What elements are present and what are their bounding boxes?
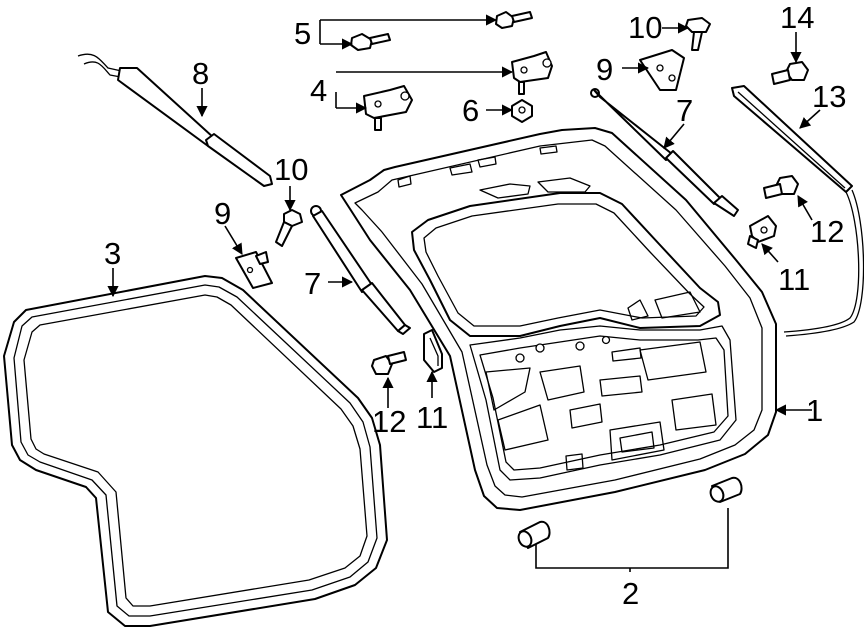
callout-5: 5 bbox=[294, 16, 311, 51]
callout-11-left: 11 bbox=[416, 400, 448, 435]
hinge-nut bbox=[511, 99, 533, 123]
callout-13: 13 bbox=[812, 79, 846, 114]
callout-10-left: 10 bbox=[274, 152, 308, 187]
bumper-left bbox=[517, 520, 551, 549]
strut-clip-left bbox=[423, 329, 443, 373]
strut-clip-right bbox=[747, 215, 777, 249]
strut-bolt-left bbox=[371, 351, 407, 375]
liftgate bbox=[340, 127, 777, 511]
callout-4: 4 bbox=[310, 73, 327, 108]
callout-9-left: 9 bbox=[214, 196, 231, 231]
hinge-bolt-upper bbox=[495, 11, 533, 29]
bracket-bolt-right bbox=[685, 17, 711, 51]
bumper-right bbox=[709, 476, 743, 503]
gas-strut-left bbox=[310, 205, 411, 335]
garnish-molding bbox=[731, 85, 864, 337]
callout-3: 3 bbox=[104, 236, 121, 271]
strut-bolt-right bbox=[763, 175, 799, 199]
callout-10-right: 10 bbox=[628, 10, 662, 45]
hinge-lower bbox=[363, 85, 413, 131]
gas-strut-upper bbox=[77, 53, 273, 187]
strut-bracket-right bbox=[639, 49, 685, 91]
callout-6: 6 bbox=[462, 93, 479, 128]
strut-bracket-left bbox=[235, 251, 273, 289]
bracket-bolt-left bbox=[275, 209, 303, 247]
callout-8: 8 bbox=[192, 56, 209, 91]
hinge-upper bbox=[511, 51, 553, 95]
weatherstrip-seal bbox=[3, 275, 388, 627]
hinge-bolt-lower bbox=[350, 33, 391, 51]
callout-11-right: 11 bbox=[778, 262, 810, 297]
callout-7-left: 7 bbox=[304, 266, 321, 301]
gas-strut-right bbox=[590, 88, 739, 217]
callout-12-left: 12 bbox=[372, 404, 406, 439]
callout-12-right: 12 bbox=[810, 214, 844, 249]
callout-14: 14 bbox=[780, 0, 814, 35]
leader-lines bbox=[107, 14, 821, 572]
callouts: 1 2 3 4 5 6 7 7 8 9 9 10 10 11 11 12 12 … bbox=[104, 0, 846, 611]
callout-9-right: 9 bbox=[596, 52, 613, 87]
callout-7-right: 7 bbox=[676, 93, 693, 128]
molding-bolt bbox=[771, 61, 809, 85]
callout-1: 1 bbox=[806, 393, 823, 428]
callout-2: 2 bbox=[622, 576, 639, 611]
